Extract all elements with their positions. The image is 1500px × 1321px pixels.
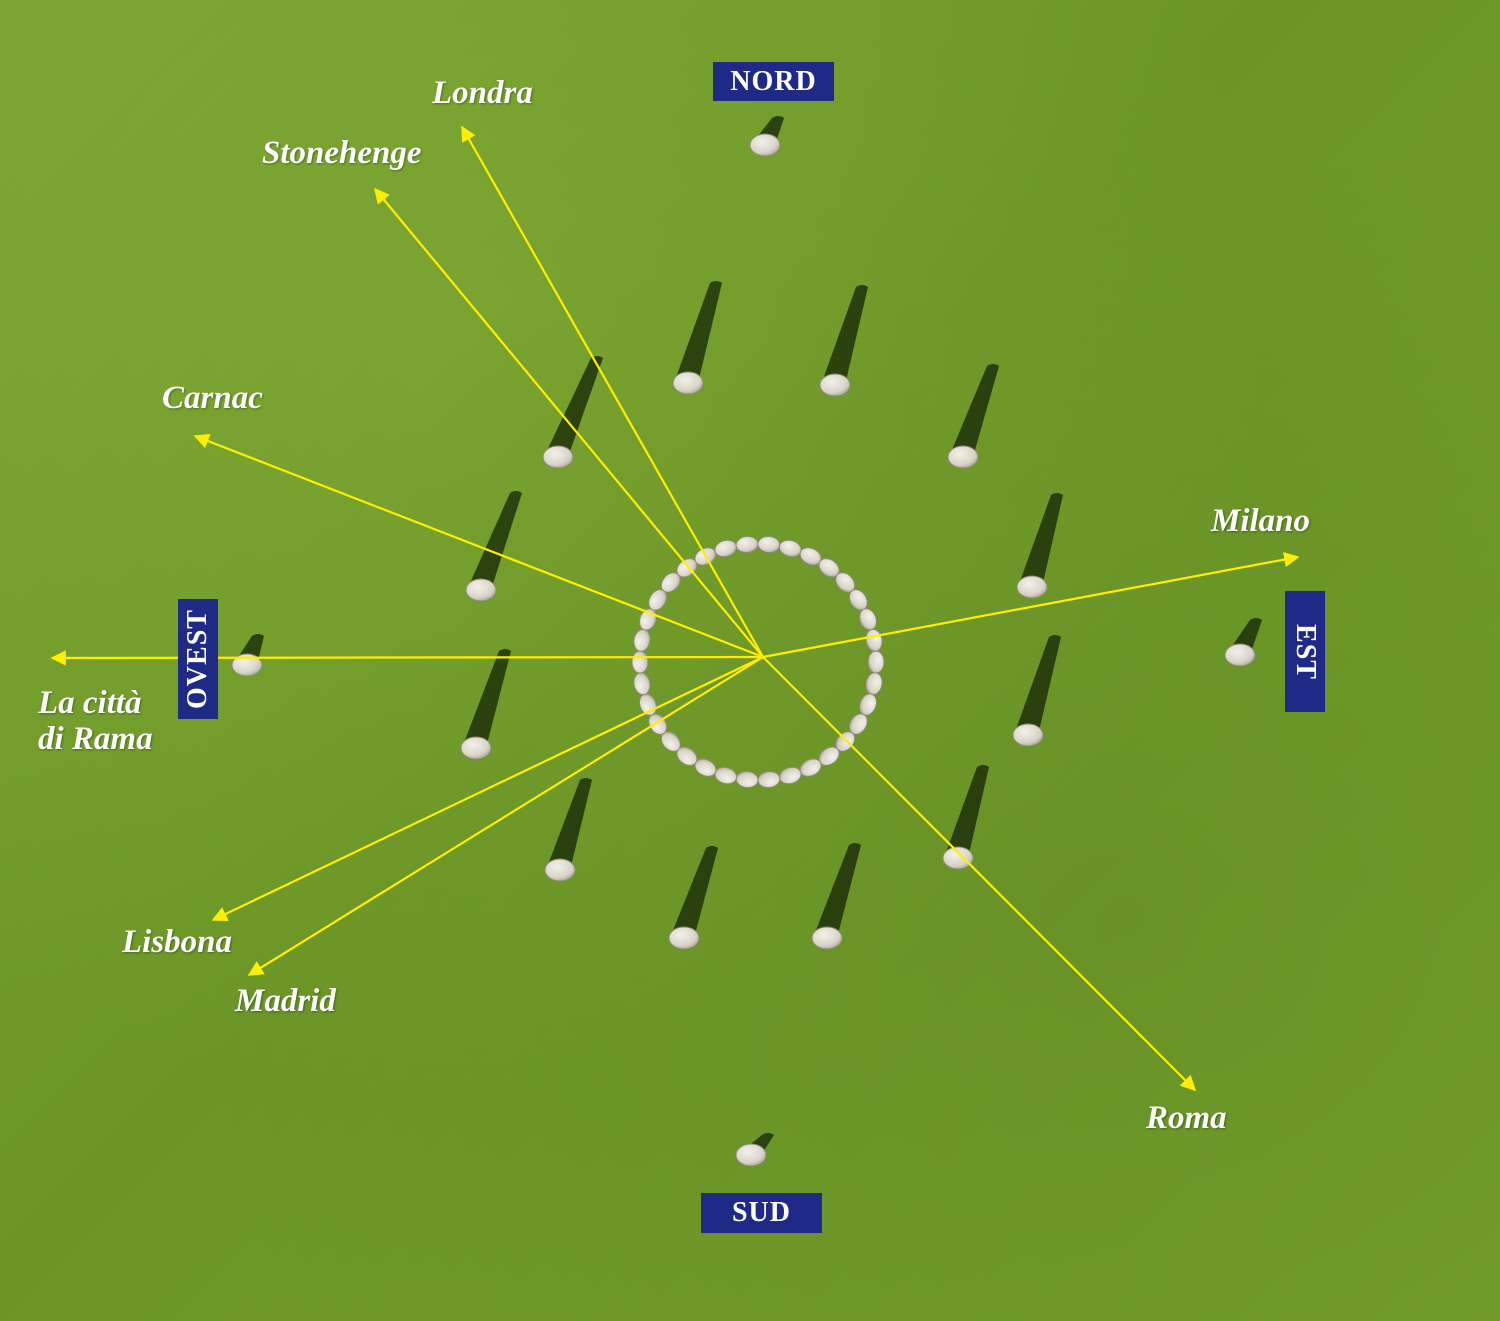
menhir-stone: [947, 445, 979, 469]
city-label-milano: Milano: [1211, 503, 1311, 539]
city-label-madrid: Madrid: [235, 983, 336, 1019]
south-label-text: SUD: [731, 1197, 791, 1228]
ring-stone: [865, 628, 883, 652]
menhir-stone: [1224, 643, 1256, 667]
west-label-text: OVEST: [182, 609, 213, 709]
city-label-rama: La città di Rama: [38, 685, 153, 757]
menhir-shadow: [813, 843, 861, 938]
menhir-stone: [460, 736, 492, 760]
direction-arrow: [247, 656, 764, 976]
menhir-stone: [544, 858, 576, 882]
ring-stone: [757, 770, 781, 789]
ring-stone: [778, 766, 802, 785]
menhir-stone: [1016, 575, 1048, 599]
menhir-shadow: [674, 281, 722, 383]
menhir-stone: [811, 926, 843, 950]
city-label-lisbona: Lisbona: [122, 924, 233, 960]
direction-arrows: [50, 125, 1300, 1092]
north-label: NORD: [713, 62, 834, 101]
menhir-shadow: [670, 846, 718, 938]
direction-arrow: [50, 650, 764, 666]
menhir-stone: [749, 133, 781, 157]
east-label-text: EST: [1290, 623, 1321, 680]
menhir-stone: [942, 846, 974, 870]
menhir-stone: [542, 445, 574, 469]
menhir-stone: [668, 926, 700, 950]
direction-arrow: [762, 656, 1197, 1092]
direction-arrow: [193, 433, 764, 659]
menhir-stone: [465, 578, 497, 602]
ring-stone: [714, 539, 738, 558]
menhir-stones: [231, 133, 1256, 1167]
ring-stone: [867, 650, 885, 674]
direction-arrow: [374, 187, 764, 658]
menhir-shadow: [462, 649, 511, 748]
south-label: SUD: [701, 1193, 822, 1233]
ring-stone: [633, 628, 651, 652]
ring-stone: [633, 672, 651, 696]
menhir-shadow: [544, 356, 603, 457]
ring-stone: [714, 766, 738, 785]
ring-stone: [631, 650, 649, 674]
menhir-shadow: [1014, 635, 1061, 735]
west-label: OVEST: [178, 599, 218, 719]
north-label-text: NORD: [730, 65, 817, 97]
city-label-londra: Londra: [432, 75, 533, 111]
city-label-roma: Roma: [1146, 1100, 1227, 1136]
menhir-stone: [672, 371, 704, 395]
ring-stone: [865, 672, 883, 696]
direction-arrow: [461, 125, 764, 658]
menhir-stone: [231, 653, 263, 677]
ring-stone: [735, 770, 759, 789]
city-label-carnac: Carnac: [162, 380, 263, 416]
ring-stone: [778, 539, 802, 558]
menhir-shadow: [821, 285, 868, 385]
central-stone-ring: [631, 535, 885, 789]
direction-arrow: [211, 656, 764, 921]
menhir-stone: [819, 373, 851, 397]
menhir-stone: [1012, 723, 1044, 747]
menhir-shadow: [467, 491, 522, 590]
ring-stone: [735, 535, 759, 554]
menhir-shadow: [944, 765, 989, 858]
menhir-shadow: [1018, 493, 1063, 587]
direction-arrow: [762, 551, 1300, 659]
east-label: EST: [1285, 591, 1325, 712]
menhir-shadow: [949, 364, 999, 457]
menhir-shadows: [233, 116, 1262, 1155]
city-label-stonehenge: Stonehenge: [262, 135, 422, 171]
ring-stone: [757, 535, 781, 554]
menhir-stone: [735, 1143, 767, 1167]
menhir-shadow: [546, 778, 592, 870]
